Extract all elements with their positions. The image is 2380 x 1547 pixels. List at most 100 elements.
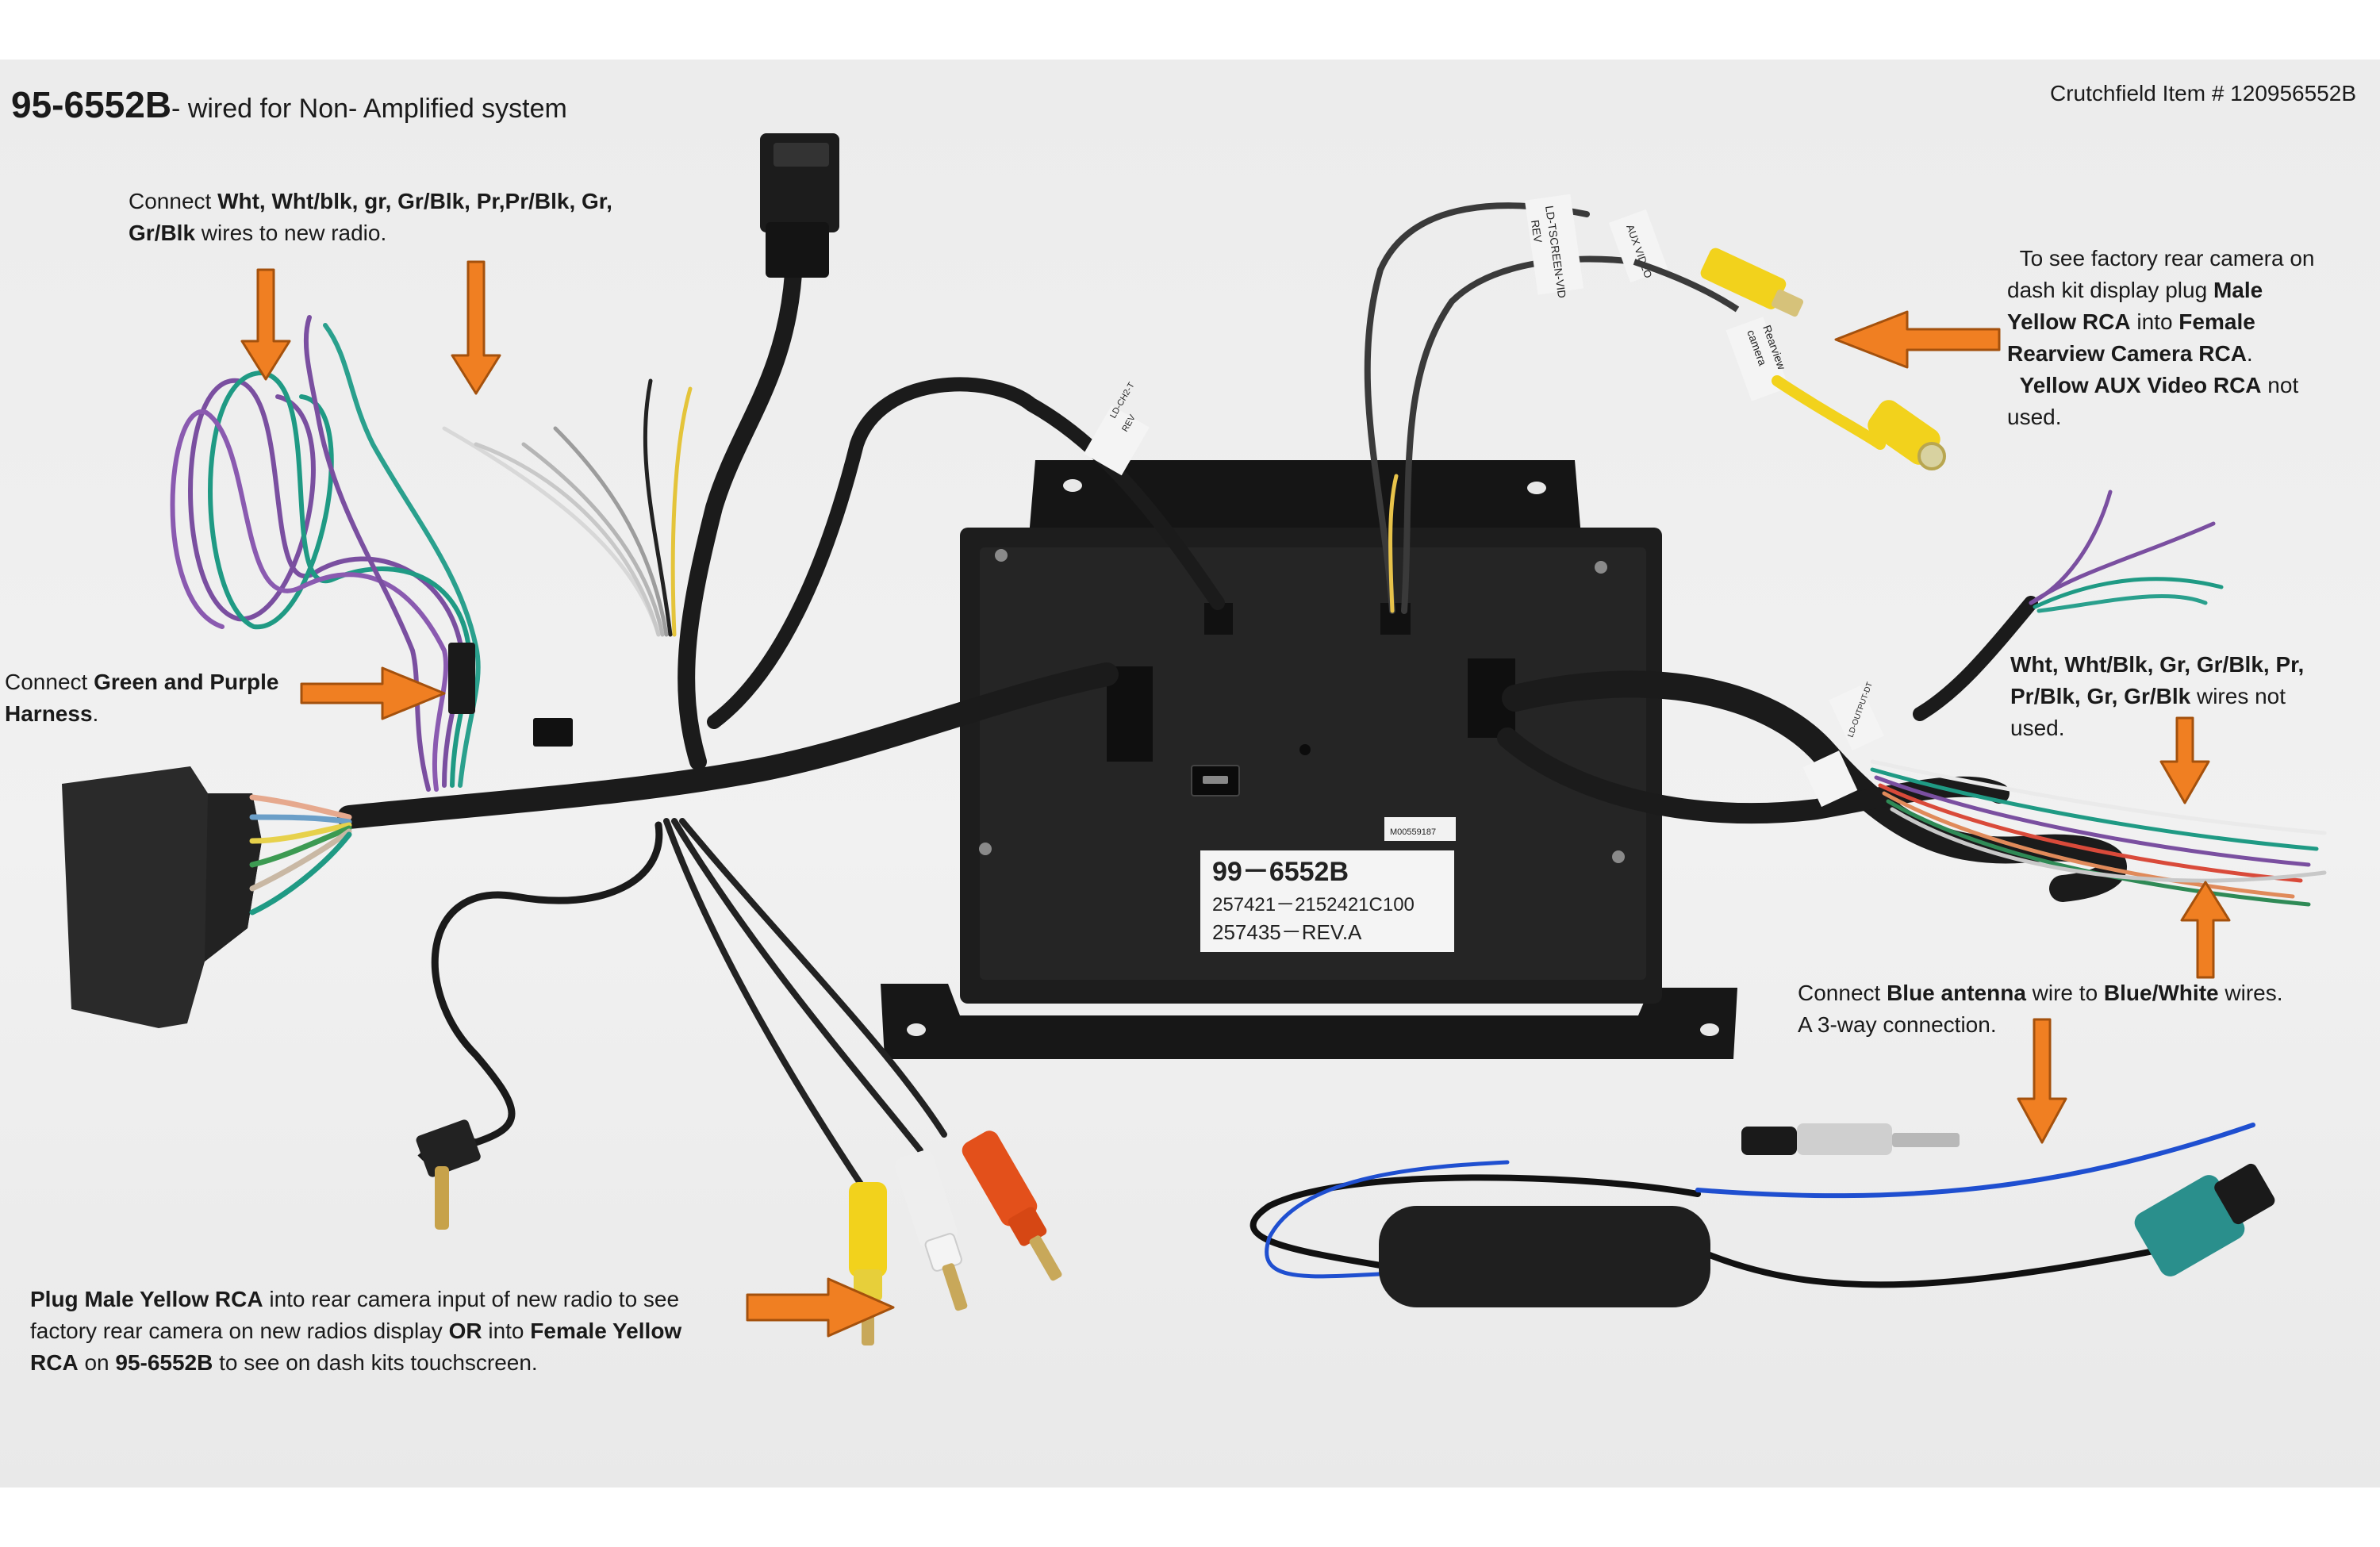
note-text: into [2130,309,2179,334]
mount-hole [1527,482,1546,494]
fakra-connector [2134,1163,2275,1276]
arrow-down-antenna [2017,1018,2067,1144]
note-text: into rear camera input of new radio to s… [263,1287,680,1311]
arrow-right-harness [300,666,446,720]
green-purple-note: Connect Green and Purple Harness. [5,666,278,730]
note-bold: Rearview Camera RCA [2007,341,2247,366]
module-bottom-flange [881,984,1737,1059]
antenna-male-tip [1892,1133,1960,1147]
note-text: . [92,701,99,726]
note-text: factory rear camera on new radios displa… [30,1319,449,1343]
note-bold: Plug Male Yellow RCA [30,1287,263,1311]
note-text: wires. [2218,981,2283,1005]
wire-tag [1802,750,1858,808]
note-text: on [78,1350,116,1375]
note-text: wire to [2025,981,2104,1005]
mount-hole [1700,1023,1719,1036]
note-text: Connect [129,189,218,213]
wire-tag [1524,194,1584,295]
title-model: 95-6552B [11,84,172,125]
loom-right-1 [1502,670,2127,902]
screw [979,843,992,855]
note-text: to see on dash kits touchscreen. [213,1350,538,1375]
screw [995,549,1008,562]
top-connector-boot [766,222,829,278]
note-bold: Harness [5,701,93,726]
wire-tag [1829,685,1884,751]
usb-port-slot [1203,776,1228,784]
note-text: dash kit display plug [2007,278,2213,302]
note-bold: Green and Purple [94,670,279,694]
factory-harness-connector [62,766,352,1028]
loom-to-top-connector [678,265,802,770]
note-text: wires to new radio. [195,221,387,245]
male-red-rca [962,1130,1062,1281]
note-bold: Yellow RCA [2007,309,2131,334]
module-label-line2: 257421－2152421C100 [1212,894,1415,916]
wire-tags: LD-TSCREEN-VID REV AUX VIDEO Rearview ca… [1084,194,1884,808]
mount-hole [907,1023,926,1036]
antenna-note: Connect Blue antenna wire to Blue/White … [1798,977,2283,1041]
note-bold: Wht, Wht/Blk, Gr, Gr/Blk, Pr, [2010,652,2305,677]
note-text: Connect [1798,981,1887,1005]
crutchfield-item-number: Crutchfield Item # 120956552B [2049,81,2356,106]
loom-right-2 [1497,727,2010,824]
note-bold: Wht, Wht/blk, gr, Gr/Blk, Pr,Pr/Blk, Gr, [217,189,612,213]
module-label [1200,850,1454,952]
wire-tag [1084,405,1150,476]
note-bold: Pr/Blk, Gr, Gr/Blk [2010,684,2191,708]
note-bold: Male [2213,278,2263,302]
antenna-inline-sleeve [1741,1127,1797,1155]
main-loom [337,662,1119,829]
right-loose-wires [1870,489,2327,907]
note-text: . [2246,341,2253,366]
note-text: used. [2007,405,2062,429]
wire-tag-text: REV [1529,219,1545,244]
yellow-aux-video-rca [1772,375,1946,470]
top-connector-latch [774,143,829,167]
arrow-left-camera [1834,310,2001,369]
male-white-rca [895,1150,968,1311]
note-bold: Blue/White [2103,981,2219,1005]
note-text: A 3-way connection. [1798,1012,1997,1037]
yellow-rca-note: Plug Male Yellow RCA into rear camera in… [30,1284,681,1379]
harness-wire-fan [249,794,352,916]
harness-block-side [205,793,262,962]
interface-module: 99－6552B 257421－2152421C100 257435－REV.A… [881,460,1737,1059]
callout-arrows [240,260,2231,1338]
arrow-down-notused [2159,716,2210,804]
module-label-line3: 257435－REV.A [1212,920,1362,944]
module-face [980,547,1646,980]
note-bold: Female [2178,309,2255,334]
note-bold: OR [448,1319,482,1343]
page-title: 95-6552B- wired for Non- Amplified syste… [11,81,567,132]
small-sticker-text: M00559187 [1390,827,1436,837]
antenna-adapter [1250,1123,2255,1288]
unused-wires-note: Wht, Wht/Blk, Gr, Gr/Blk, Pr, Pr/Blk, Gr… [2010,649,2304,744]
center-hole [1299,744,1311,755]
note-bold: Gr/Blk [129,221,196,245]
arrow-down-2 [451,260,501,395]
green-purple-inline-connector [448,643,475,714]
loose-wires-top [442,378,693,637]
note-text: into [482,1319,531,1343]
rear-camera-note: To see factory rear camera on dash kit d… [2007,243,2315,433]
mount-hole [1063,479,1082,492]
connect-wires-note: Connect Wht, Wht/blk, gr, Gr/Blk, Pr,Pr/… [129,186,612,249]
note-bold: RCA [30,1350,79,1375]
small-white-connector [533,718,573,747]
female-rearview-camera-rca [1633,248,1804,317]
wire-tag [1608,209,1668,283]
module-label-line1: 99－6552B [1212,857,1349,887]
loom-over-module [707,377,1225,729]
note-bold: 95-6552B [115,1350,213,1375]
screw [1595,561,1607,574]
note-text: wires not [2190,684,2286,708]
loom-right-upper [1913,596,2038,721]
note-bold: Female Yellow [530,1319,682,1343]
title-suffix: - wired for Non- Amplified system [171,94,567,124]
aux-3.5mm-plug [416,1119,481,1230]
note-text: used. [2010,716,2065,740]
note-text: not [2261,373,2299,397]
